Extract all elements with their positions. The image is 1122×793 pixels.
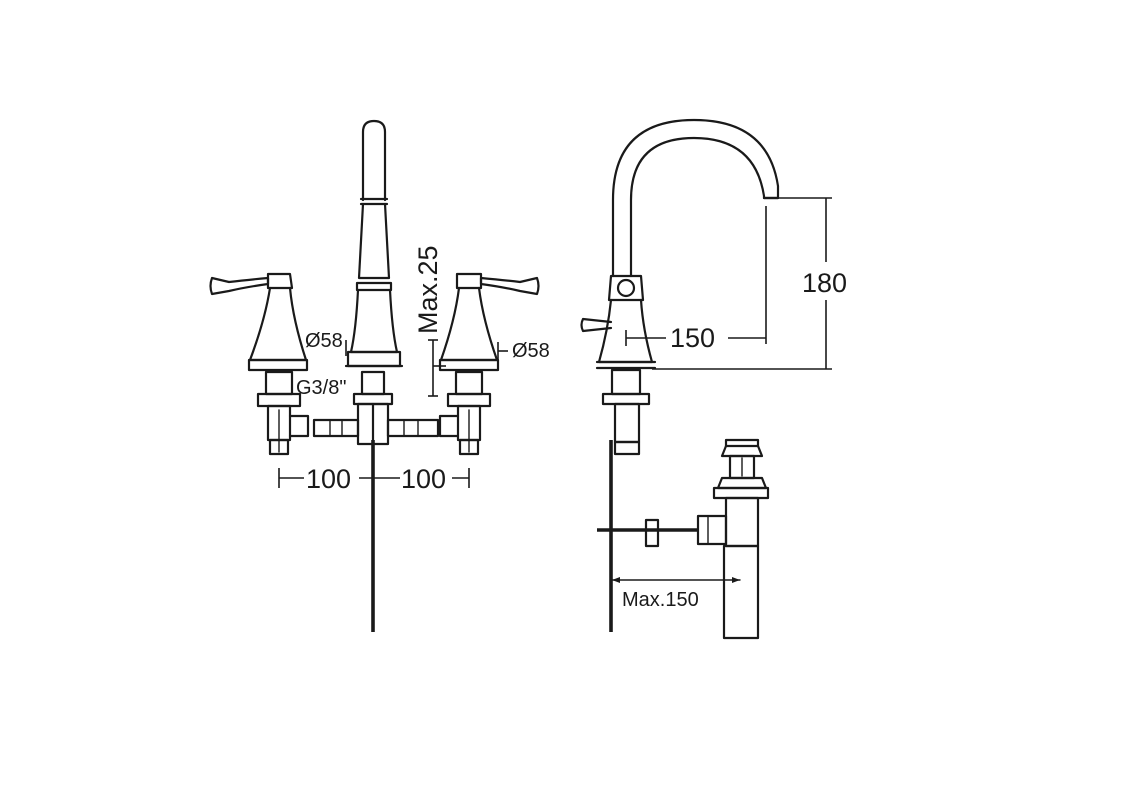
front-left-handle — [209, 272, 310, 456]
spacing-right-label: 100 — [401, 464, 446, 494]
spacing-left-label: 100 — [306, 464, 351, 494]
reach-label: 150 — [670, 323, 715, 353]
height-label: 180 — [802, 268, 847, 298]
side-spout — [611, 118, 780, 278]
dia58-left-dimension: Ø58 — [305, 330, 347, 356]
front-spout — [344, 119, 404, 368]
side-body — [580, 274, 657, 456]
max25-dimension: Max.25 — [413, 245, 446, 397]
reach-dimension: 150 — [625, 206, 767, 353]
dia58-right-label: Ø58 — [512, 340, 550, 362]
max25-label: Max.25 — [413, 245, 443, 334]
height-dimension: 180 — [652, 197, 847, 370]
dia58-left-label: Ø58 — [305, 330, 343, 352]
drain-assembly: Max.150 — [597, 438, 770, 640]
dia58-right-dimension: Ø58 — [497, 340, 550, 362]
spacing-dimension: 100 100 — [278, 464, 470, 494]
front-center-connector — [312, 370, 440, 446]
side-view: 180 150 Max.150 — [580, 118, 847, 640]
front-right-handle — [438, 272, 540, 456]
front-view: Max.25 Ø58 Ø58 G3/8" 100 100 — [209, 119, 550, 632]
drain-max-label: Max.150 — [622, 589, 699, 611]
thread-label: G3/8" — [296, 377, 346, 399]
